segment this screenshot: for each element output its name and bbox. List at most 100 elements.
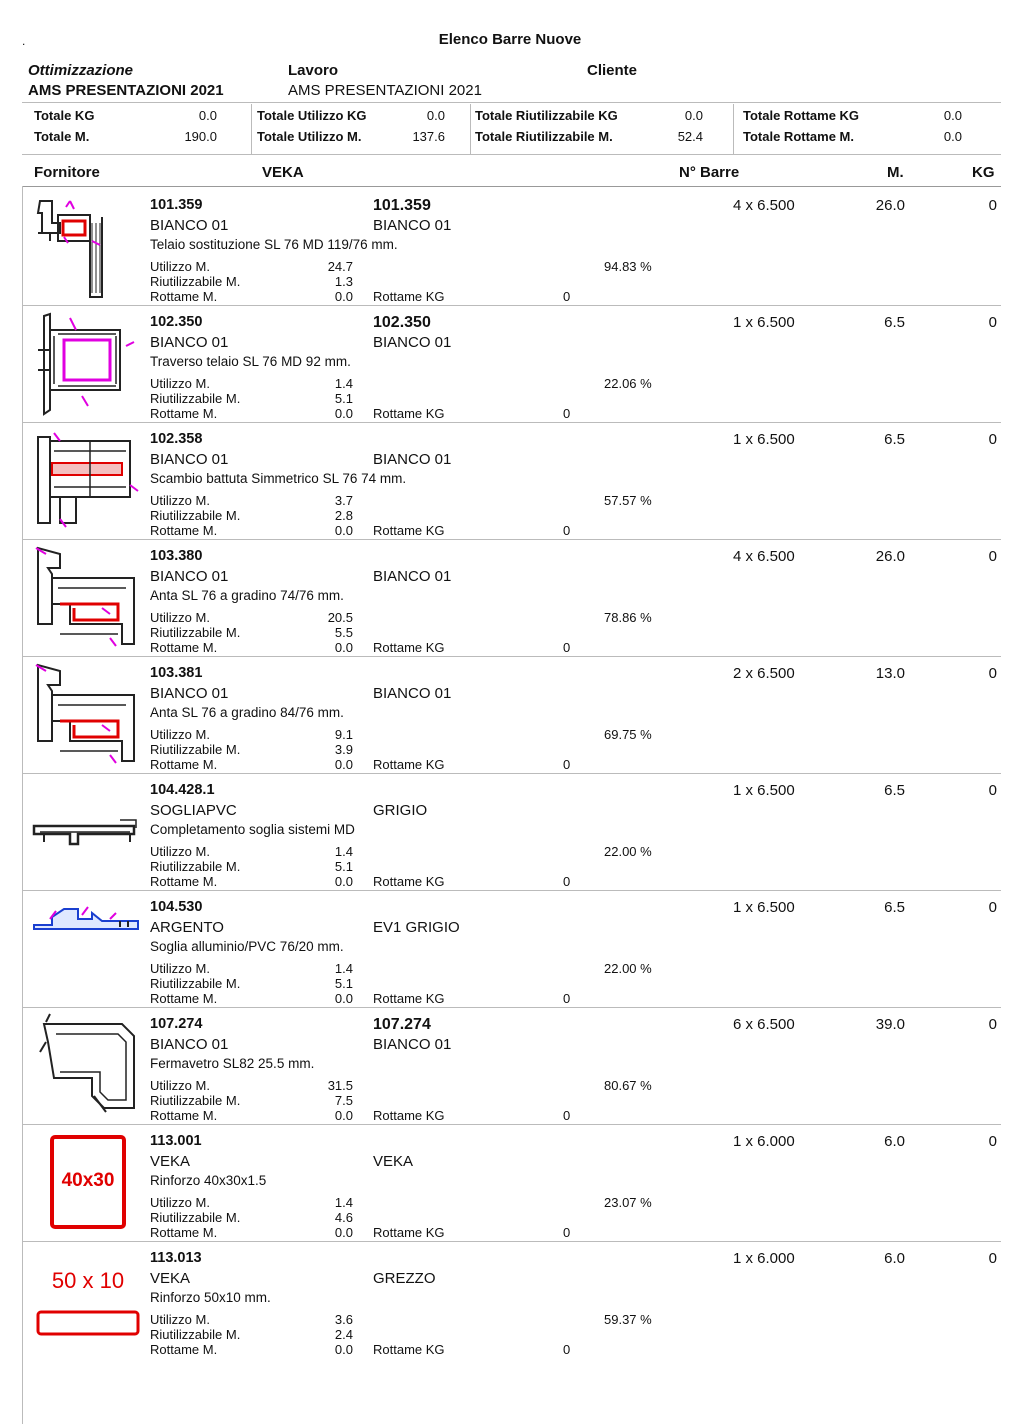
n-barre-value: 1 x 6.500 (733, 899, 795, 916)
utilizzo-value: 31.5 (327, 1078, 353, 1093)
article-color: VEKA (150, 1270, 191, 1287)
riutilizzabile-value: 2.4 (334, 1327, 353, 1342)
rottame-value: 0.0 (334, 874, 353, 889)
article-code: 103.381 (150, 665, 203, 681)
profile-scambio-icon (30, 427, 142, 533)
meters-value: 6.5 (884, 431, 905, 448)
divider (22, 186, 23, 1424)
rottame-kg-value: 0 (563, 640, 571, 655)
article-color: BIANCO 01 (150, 451, 229, 468)
article-color-secondary: BIANCO 01 (373, 685, 452, 702)
utilizzo-label: Utilizzo M. (150, 610, 210, 625)
totale-m-label: Totale M. (34, 129, 90, 144)
ottimizzazione-label: Ottimizzazione (28, 62, 134, 79)
riutilizzabile-label: Riutilizzabile M. (150, 1327, 241, 1342)
profile-fermavetro-icon (30, 1012, 142, 1118)
rottame-label: Rottame M. (150, 1108, 218, 1123)
article-color: BIANCO 01 (150, 568, 229, 585)
utilizzo-value: 1.4 (334, 961, 353, 976)
riut-m-value: 52.4 (677, 129, 703, 144)
usage-percent: 22.00 % (604, 961, 652, 976)
article-code-secondary: 101.359 (373, 197, 431, 214)
totale-kg-label: Totale KG (34, 108, 95, 123)
article-color-secondary: GREZZO (373, 1270, 436, 1287)
rottame-kg-value: 0 (563, 991, 571, 1006)
utilizzo-value: 3.6 (334, 1312, 353, 1327)
divider (22, 102, 1001, 103)
riutilizzabile-label: Riutilizzabile M. (150, 859, 241, 874)
divider (22, 539, 1001, 540)
list-item: 50 x 10 113.013 VEKA GREZZO Rinforzo 50x… (22, 1242, 1001, 1359)
column-header-n-barre: N° Barre (679, 164, 740, 181)
article-description: Traverso telaio SL 76 MD 92 mm. (150, 354, 351, 369)
article-color-secondary: BIANCO 01 (373, 451, 452, 468)
divider (733, 104, 734, 154)
divider (22, 1241, 1001, 1242)
rottame-kg-value: 0 (563, 1225, 571, 1240)
kg-value: 0 (988, 548, 997, 565)
rottame-value: 0.0 (334, 640, 353, 655)
rottame-kg-label: Rottame KG (373, 640, 445, 655)
utilizzo-label: Utilizzo M. (150, 961, 210, 976)
riutilizzabile-label: Riutilizzabile M. (150, 391, 241, 406)
article-color: BIANCO 01 (150, 685, 229, 702)
article-description: Anta SL 76 a gradino 74/76 mm. (150, 588, 344, 603)
riutilizzabile-label: Riutilizzabile M. (150, 274, 241, 289)
utilizzo-label: Utilizzo M. (150, 844, 210, 859)
n-barre-value: 2 x 6.500 (733, 665, 795, 682)
rottame-label: Rottame M. (150, 757, 218, 772)
article-description: Fermavetro SL82 25.5 mm. (150, 1056, 315, 1071)
usage-percent: 57.57 % (604, 493, 652, 508)
riutilizzabile-value: 5.1 (334, 391, 353, 406)
profile-soglia-alluminio-icon (30, 895, 142, 1001)
riutilizzabile-value: 1.3 (334, 274, 353, 289)
article-code: 113.001 (150, 1133, 202, 1149)
column-header-m: M. (887, 164, 904, 181)
list-item: 107.274 107.274 BIANCO 01 BIANCO 01 Ferm… (22, 1008, 1001, 1125)
totale-m-value: 190.0 (184, 129, 217, 144)
utilizzo-value: 3.7 (334, 493, 353, 508)
rottame-label: Rottame M. (150, 991, 218, 1006)
article-description: Rinforzo 40x30x1.5 (150, 1173, 267, 1188)
riutilizzabile-value: 2.8 (334, 508, 353, 523)
lavoro-label: Lavoro (288, 62, 339, 79)
n-barre-value: 4 x 6.500 (733, 548, 795, 565)
kg-value: 0 (988, 782, 997, 799)
kg-value: 0 (988, 431, 997, 448)
usage-percent: 22.06 % (604, 376, 652, 391)
usage-percent: 94.83 % (604, 259, 652, 274)
n-barre-value: 4 x 6.500 (733, 197, 795, 214)
lavoro-value: AMS PRESENTAZIONI 2021 (288, 82, 482, 99)
article-code: 103.380 (150, 548, 203, 564)
column-header-kg: KG (972, 164, 995, 181)
article-color-secondary: BIANCO 01 (373, 568, 452, 585)
article-color: ARGENTO (150, 919, 224, 936)
article-description: Scambio battuta Simmetrico SL 76 74 mm. (150, 471, 407, 486)
article-color-secondary: BIANCO 01 (373, 334, 452, 351)
meters-value: 26.0 (875, 548, 905, 565)
n-barre-value: 1 x 6.500 (733, 431, 795, 448)
rottame-kg-value: 0 (563, 289, 571, 304)
rottame-kg-value: 0 (563, 1108, 571, 1123)
rottame-label: Rottame M. (150, 1225, 218, 1240)
meters-value: 6.0 (884, 1250, 905, 1267)
kg-value: 0 (988, 665, 997, 682)
article-color-secondary: GRIGIO (373, 802, 428, 819)
utilizzo-label: Utilizzo M. (150, 1195, 210, 1210)
meters-value: 13.0 (875, 665, 905, 682)
rottame-value: 0.0 (334, 289, 353, 304)
riutilizzabile-label: Riutilizzabile M. (150, 1093, 241, 1108)
ottimizzazione-value: AMS PRESENTAZIONI 2021 (28, 82, 224, 99)
usage-percent: 22.00 % (604, 844, 652, 859)
rottame-value: 0.0 (334, 1225, 353, 1240)
utilizzo-label: Utilizzo M. (150, 493, 210, 508)
n-barre-value: 6 x 6.500 (733, 1016, 795, 1033)
article-color: VEKA (150, 1153, 191, 1170)
rottame-label: Rottame M. (150, 874, 218, 889)
utilizzo-value: 24.7 (327, 259, 353, 274)
divider (22, 890, 1001, 891)
article-code: 107.274 (150, 1016, 203, 1032)
riutilizzabile-label: Riutilizzabile M. (150, 742, 241, 757)
page-title: Elenco Barre Nuove (438, 31, 582, 48)
profile-anta-icon (30, 661, 142, 767)
